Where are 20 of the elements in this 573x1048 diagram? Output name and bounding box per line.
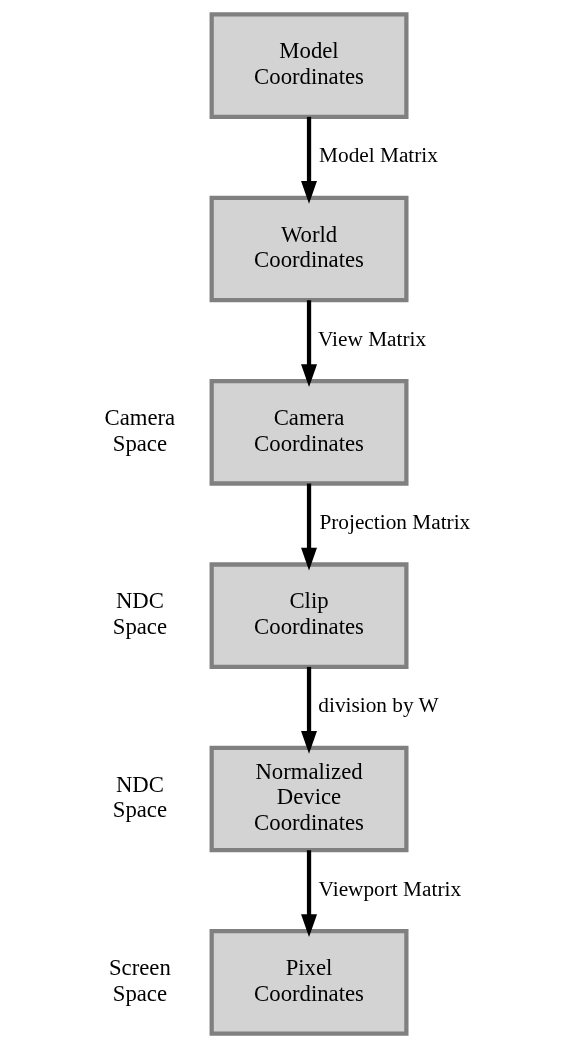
node-box: Camera Coordinates <box>209 379 408 486</box>
edge-label: View Matrix <box>317 326 426 351</box>
node-label: NDC Space <box>112 771 167 823</box>
node-box: Model Coordinates <box>209 12 408 119</box>
edge-label: Viewport Matrix <box>318 876 461 901</box>
node-label: Screen Space <box>108 954 171 1006</box>
node-box: World Coordinates <box>209 195 408 303</box>
node-box: Normalized Device Coordinates <box>209 745 408 853</box>
edge-label: Projection Matrix <box>318 509 470 534</box>
edge-label: Model Matrix <box>318 143 438 168</box>
node-box: Pixel Coordinates <box>209 929 408 1036</box>
arrow <box>300 850 317 938</box>
node-label: NDC Space <box>112 588 167 639</box>
arrow <box>300 666 317 754</box>
edge-label: division by W <box>317 693 439 718</box>
node-box: Clip Coordinates <box>209 562 408 669</box>
arrow <box>300 116 317 204</box>
node-label: Camera Space <box>104 404 175 456</box>
arrow <box>300 300 317 388</box>
arrow <box>300 483 317 571</box>
